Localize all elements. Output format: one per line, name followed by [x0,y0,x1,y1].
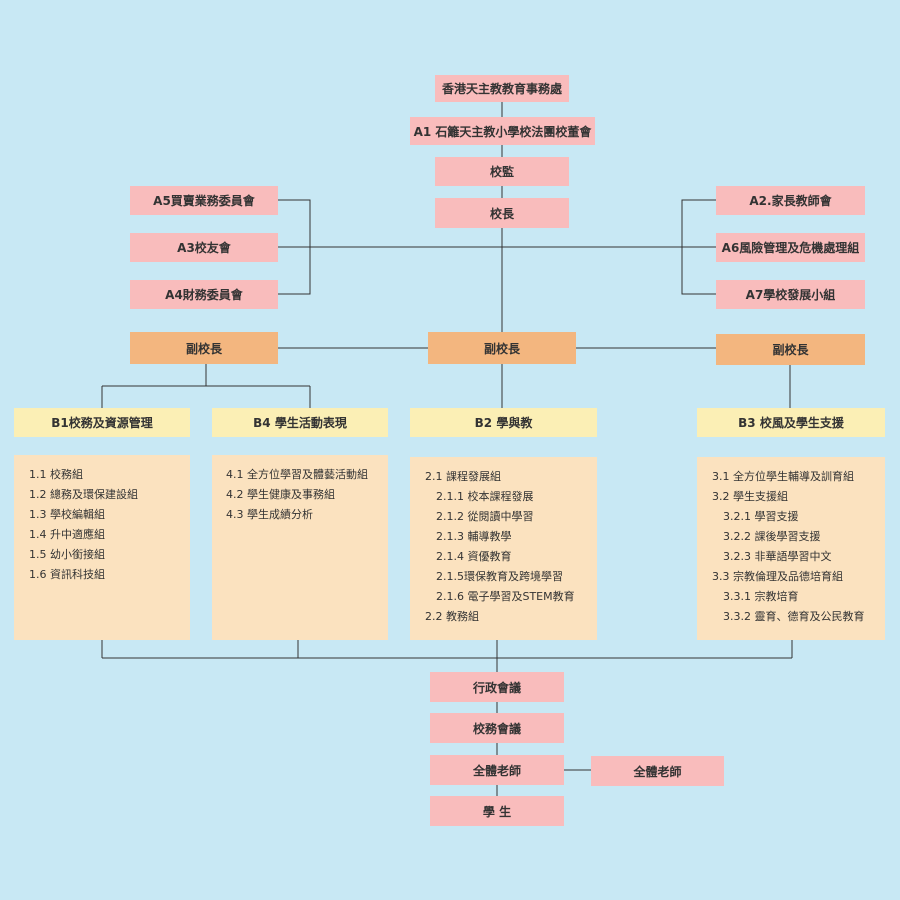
group-b3-title: B3 校風及學生支援 [697,408,885,437]
group-list-item: 2.2 教務組 [425,610,479,623]
school-meeting-box: 校務會議 [430,713,564,743]
admin-meeting-box: 行政會議 [430,672,564,702]
board-box: A1 石籬天主教小學校法團校董會 [410,117,595,145]
group-list-item: 4.2 學生健康及事務組 [226,488,335,501]
group-b1-panel: 1.1 校務組 1.2 總務及環保建設組 1.3 學校編輯組 1.4 升中適應組 1.5… [14,455,190,640]
group-b3-panel: 3.1 全方位學生輔導及訓育組 3.2 學生支援組 3.2.1 學習支援 3.2.2 … [697,457,885,640]
group-list-item: 3.2.2 課後學習支援 [723,530,821,543]
committee-a7-box: A7學校發展小組 [716,280,865,309]
principal-box: 校長 [435,198,569,228]
group-list-item: 3.3.1 宗教培育 [723,590,799,603]
group-b4-panel: 4.1 全方位學習及體藝活動組 4.2 學生健康及事務組 4.3 學生成績分析 [212,455,388,640]
group-list-item: 1.5 幼小銜接組 [29,548,105,561]
group-list-item: 2.1.3 輔導教學 [436,530,512,543]
committee-a4-box: A4財務委員會 [130,280,278,309]
group-list-item: 1.2 總務及環保建設組 [29,488,138,501]
group-list-item: 3.2.1 學習支援 [723,510,799,523]
all-teachers-box: 全體老師 [430,755,564,785]
group-list-item: 1.6 資訊科技組 [29,568,105,581]
group-list-item: 3.2.3 非華語學習中文 [723,550,832,563]
group-list-item: 3.3 宗教倫理及品德培育組 [712,570,843,583]
committee-a2-box: A2.家長教師會 [716,186,865,215]
group-list-item: 3.2 學生支援組 [712,490,788,503]
group-b1-title: B1校務及資源管理 [14,408,190,437]
group-list-item: 2.1 課程發展組 [425,470,501,483]
group-b4-title: B4 學生活動表現 [212,408,388,437]
vice-principal-center-box: 副校長 [428,332,576,364]
group-list-item: 3.1 全方位學生輔導及訓育組 [712,470,854,483]
group-list-item: 4.1 全方位學習及體藝活動組 [226,468,368,481]
supervisor-box: 校監 [435,157,569,186]
vice-principal-left-box: 副校長 [130,332,278,364]
group-list-item: 3.3.2 靈育、德育及公民教育 [723,610,865,623]
committee-a5-box: A5買賣業務委員會 [130,186,278,215]
group-list-item: 2.1.6 電子學習及STEM教育 [436,590,575,603]
group-list-item: 2.1.1 校本課程發展 [436,490,534,503]
group-list-item: 2.1.2 從閱讀中學習 [436,510,534,523]
vice-principal-right-box: 副校長 [716,334,865,365]
group-b2-panel: 2.1 課程發展組 2.1.1 校本課程發展 2.1.2 從閱讀中學習 2.1.3 輔… [410,457,597,640]
group-list-item: 1.1 校務組 [29,468,83,481]
all-teachers-side-box: 全體老師 [591,756,724,786]
group-list-item: 4.3 學生成績分析 [226,508,313,521]
group-list-item: 2.1.4 資優教育 [436,550,512,563]
students-box: 學 生 [430,796,564,826]
group-list-item: 1.4 升中適應組 [29,528,105,541]
group-list-item: 2.1.5環保教育及跨境學習 [436,570,563,583]
committee-a3-box: A3校友會 [130,233,278,262]
committee-a6-box: A6風險管理及危機處理組 [716,233,865,262]
office-box: 香港天主教教育事務處 [435,75,569,102]
group-b2-title: B2 學與教 [410,408,597,437]
group-list-item: 1.3 學校編輯組 [29,508,105,521]
